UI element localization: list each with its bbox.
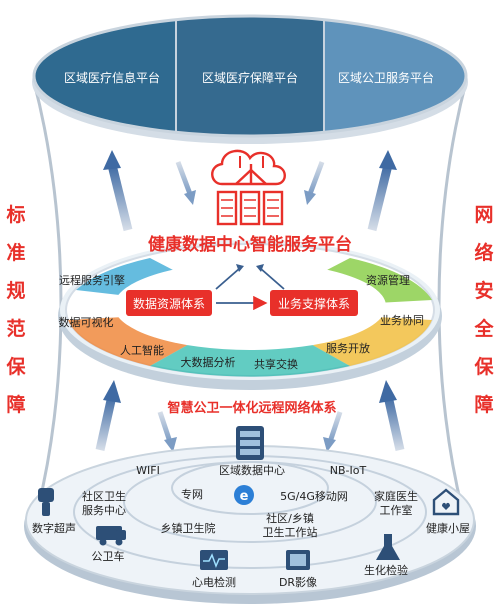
node-family-doctor: 家庭医生工作室 bbox=[374, 489, 418, 517]
health-hut-icon bbox=[432, 488, 460, 516]
node-workstation: 社区/乡镇卫生工作站 bbox=[263, 511, 318, 539]
right-vertical-label: 网 络 安 全 保 障 bbox=[472, 196, 496, 424]
bottom-disk: 区域数据中心 e WIFI 专网 5G/4G移动网 NB-IoT 社区卫生服务中… bbox=[24, 426, 476, 604]
left-char: 规 bbox=[6, 280, 26, 302]
node-township-hospital: 乡镇卫生院 bbox=[161, 521, 216, 535]
device-biochem: 生化检验 bbox=[364, 563, 408, 577]
left-char: 准 bbox=[6, 242, 26, 264]
ecg-icon bbox=[200, 550, 228, 570]
item-big-data: 大数据分析 bbox=[181, 355, 236, 369]
node-private-net: 专网 bbox=[181, 487, 203, 501]
right-char: 全 bbox=[474, 318, 494, 340]
right-char: 网 bbox=[474, 204, 494, 226]
item-collaboration: 业务协同 bbox=[380, 313, 424, 327]
item-service-open: 服务开放 bbox=[326, 341, 370, 355]
core-left-box bbox=[126, 290, 212, 316]
core-right-label: 业务支撑体系 bbox=[278, 296, 350, 311]
data-center-icon bbox=[236, 426, 264, 460]
device-dr-imaging: DR影像 bbox=[279, 576, 317, 589]
upper-arrows bbox=[103, 150, 397, 232]
data-center-label: 区域数据中心 bbox=[219, 463, 285, 477]
item-resource-mgmt: 资源管理 bbox=[366, 273, 410, 287]
svg-text:e: e bbox=[240, 489, 249, 504]
left-char: 标 bbox=[6, 204, 26, 226]
item-remote-engine: 远程服务引擎 bbox=[59, 273, 125, 287]
top-disk: 区域医疗信息平台 区域医疗保障平台 区域公卫服务平台 bbox=[32, 14, 468, 144]
item-share-exchange: 共享交换 bbox=[254, 357, 298, 371]
device-health-hut: 健康小屋 bbox=[426, 521, 470, 535]
left-vertical-label: 标 准 规 范 保 障 bbox=[4, 196, 28, 424]
platform-label-1: 区域医疗信息平台 bbox=[64, 70, 160, 85]
top-panel-mid bbox=[176, 16, 324, 136]
right-outline bbox=[437, 81, 468, 525]
biochem-icon bbox=[376, 534, 400, 560]
device-ecg: 心电检测 bbox=[192, 575, 236, 589]
node-community-center: 社区卫生服务中心 bbox=[82, 489, 126, 517]
device-ultrasound: 数字超声 bbox=[32, 521, 76, 535]
lower-arrows bbox=[95, 380, 405, 452]
right-char: 安 bbox=[474, 280, 494, 302]
platform-label-2: 区域医疗保障平台 bbox=[202, 70, 298, 85]
left-char: 范 bbox=[6, 318, 26, 340]
node-wifi: WIFI bbox=[136, 464, 160, 477]
item-visualization: 数据可视化 bbox=[59, 315, 114, 329]
left-char: 障 bbox=[6, 394, 26, 416]
health-van-icon bbox=[96, 526, 126, 546]
node-nbiot: NB-IoT bbox=[330, 464, 367, 477]
network-e-icon: e bbox=[234, 485, 254, 505]
platform-label-3: 区域公卫服务平台 bbox=[338, 70, 434, 85]
left-char: 保 bbox=[6, 356, 26, 378]
middle-disk: 健康数据中心智能服务平台 数据资源体系 业务支撑体系 远程服务引擎 数据可视化 … bbox=[58, 234, 442, 390]
right-char: 障 bbox=[474, 394, 494, 416]
device-health-van: 公卫车 bbox=[92, 549, 125, 563]
right-char: 保 bbox=[474, 356, 494, 378]
core-right-box bbox=[270, 290, 358, 316]
ultrasound-icon bbox=[38, 488, 54, 516]
core-left-label: 数据资源体系 bbox=[133, 296, 205, 311]
network-title: 智慧公卫一体化远程网络体系 bbox=[167, 400, 336, 416]
node-mobile-net: 5G/4G移动网 bbox=[280, 490, 348, 503]
item-ai: 人工智能 bbox=[120, 343, 164, 357]
right-char: 络 bbox=[474, 242, 494, 264]
dr-imaging-icon bbox=[286, 550, 310, 570]
cloud-server-icon bbox=[211, 149, 286, 226]
left-outline bbox=[32, 81, 63, 525]
middle-title: 健康数据中心智能服务平台 bbox=[148, 234, 352, 255]
